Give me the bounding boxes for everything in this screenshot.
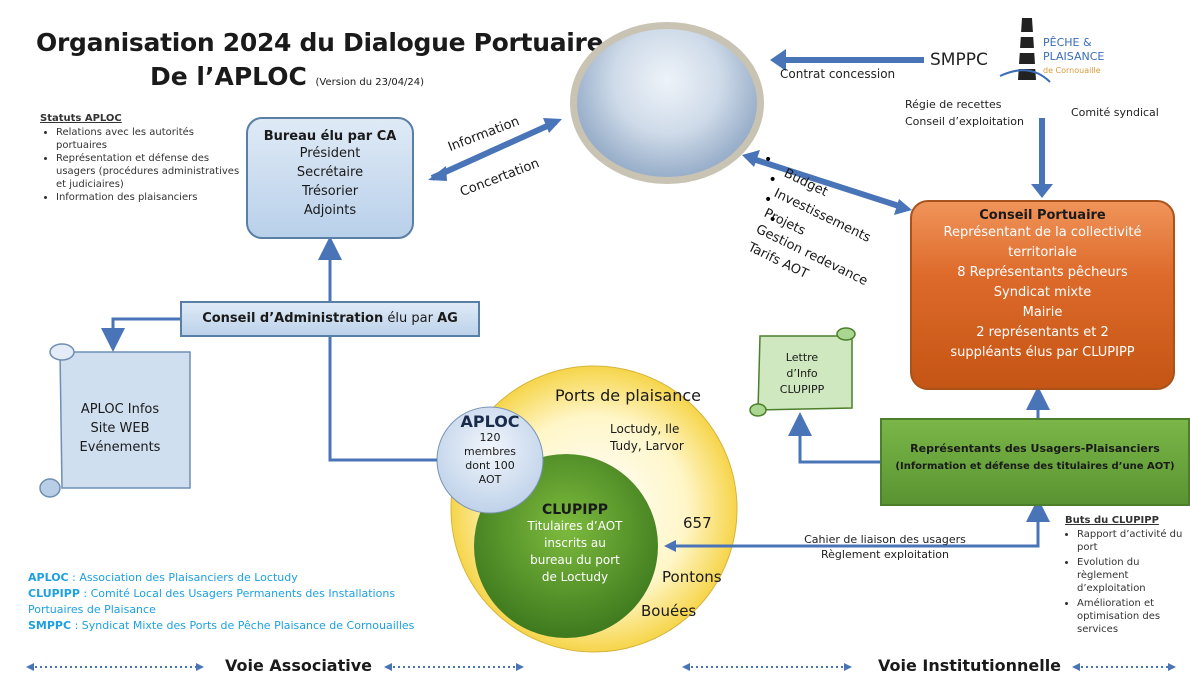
infos-line: Evénements [79,440,161,455]
legend-item: SMPPC : Syndicat Mixte des Ports de Pêch… [28,618,448,634]
diagram-title-line2: De l’APLOC (Version du 23/04/24) [150,62,424,91]
logo-text: PÊCHE & PLAISANCE de Cornouaille [1043,36,1104,78]
abbreviation-legend: APLOC : Association des Plaisanciers de … [28,570,448,634]
ca-middle: élu par [383,311,438,326]
topic-bullets: • •• • [764,152,777,228]
legend-item: CLUPIPP : Comité Local des Usagers Perma… [28,586,448,618]
aploc-line: membres [464,445,516,458]
cp-line: Syndicat mixte [993,285,1092,300]
lettre-line: Lettre [785,351,819,364]
version-label: (Version du 23/04/24) [315,77,425,88]
smppc-label: SMPPC [930,50,988,70]
clupipp-circle-text: CLUPIPP Titulaires d’AOT inscrits au bur… [482,502,668,586]
ports-sub-line: Loctudy, Ile [610,422,680,436]
bureau-box: Bureau élu par CA Président Secrétaire T… [246,117,414,239]
legend-item: APLOC : Association des Plaisanciers de … [28,570,448,586]
contrat-label: Contrat concession [780,67,896,81]
cp-line: Mairie [1022,305,1063,320]
legend-abbr: CLUPIPP [28,587,80,600]
cp-line: 8 Représentants pêcheurs [957,265,1128,280]
cahier-line: Cahier de liaison des usagers [804,533,966,546]
aploc-line: dont 100 [465,459,515,472]
buts-item: Evolution du règlement d’exploitation [1077,556,1185,595]
clupipp-line: inscrits au [544,536,606,550]
bouees-label: Bouées [641,602,697,620]
bureau-line: Adjoints [303,203,357,218]
arrow-rep-to-lettre [788,412,880,464]
ca-bold: Conseil d’Administration [202,311,384,326]
lettre-scroll [749,327,856,417]
legend-abbr: SMPPC [28,619,72,632]
aploc-infos-scroll [39,343,191,498]
ports-sub-line: Tudy, Larvor [610,439,684,453]
line-ca-to-aploc [328,337,437,462]
lettre-text: Lettre d’Info CLUPIPP [764,350,840,398]
bureau-line: Secrétaire [296,165,364,180]
ca-bold2: AG [437,311,458,326]
conseil-portuaire-box: Conseil Portuaire Représentant de la col… [910,200,1175,390]
statuts-aploc: Statuts APLOC Relations avec les autorit… [40,113,240,204]
clupipp-heading: CLUPIPP [541,502,609,518]
peche-plaisance-logo-icon [999,18,1051,83]
logo-line: PLAISANCE [1043,50,1105,63]
lettre-line: CLUPIPP [779,383,825,396]
ports-title: Ports de plaisance [555,386,701,405]
arrow-ca-to-infos [101,317,180,352]
smppc-roles: Régie de recettes Conseil d’exploitation [905,96,1024,130]
arrow-clupipp-rep [670,498,1050,548]
lettre-line: d’Info [786,367,818,380]
port-office-photo [570,22,764,184]
statuts-item: Représentation et défense des usagers (p… [56,152,240,191]
statuts-item: Relations avec les autorités portuaires [56,126,240,152]
buts-item: Amélioration et optimisation des service… [1077,597,1185,636]
cahier-line: Règlement exploitation [820,548,950,561]
conseil-exploitation-label: Conseil d’exploitation [905,115,1025,128]
aploc-circle-text: APLOC 120 membres dont 100 AOT [440,406,540,514]
aploc-infos-text: APLOC Infos Site WEB Evénements [60,400,180,457]
clupipp-line: de Loctudy [541,570,609,584]
arrow-info-concertation [430,119,558,181]
buts-heading: Buts du CLUPIPP [1065,515,1159,526]
ports-count: 657 [683,514,712,532]
cp-heading: Conseil Portuaire [979,208,1106,223]
aploc-line: AOT [478,473,502,486]
clupipp-line: Titulaires d’AOT [527,519,623,533]
voie-institutionnelle: Voie Institutionnelle [878,656,1062,675]
logo-line: de Cornouaille [1043,66,1101,75]
rep-line2: (Information et défense des titulaires d… [895,461,1175,472]
cp-line: 2 représentants et 2 [976,325,1109,340]
ports-sub: Loctudy, Ile Tudy, Larvor [610,421,684,455]
infos-line: APLOC Infos [80,402,160,417]
cp-line: suppléants élus par CLUPIPP [950,345,1135,360]
arrow-port-to-cp [749,155,903,210]
representants-box: Représentants des Usagers-Plaisanciers (… [880,418,1190,506]
legend-abbr: APLOC [28,571,69,584]
cahier-label: Cahier de liaison des usagers Règlement … [790,532,980,562]
conseil-administration-box: Conseil d’Administration élu par AG [180,301,480,337]
statuts-heading: Statuts APLOC [40,113,122,124]
infos-line: Site WEB [90,421,150,436]
clupipp-line: bureau du port [530,553,620,567]
cp-line: territoriale [1008,245,1077,260]
rep-line1: Représentants des Usagers-Plaisanciers [910,442,1160,455]
legend-text: : Comité Local des Usagers Permanents de… [28,587,396,616]
buts-clupipp: Buts du CLUPIPP Rapport d’activité du po… [1065,515,1185,638]
diagram-title: Organisation 2024 du Dialogue Portuaire [36,28,604,57]
pontons-label: Pontons [662,568,722,586]
statuts-item: Information des plaisanciers [56,191,240,204]
regie-label: Régie de recettes [905,98,1002,111]
title-line2-text: De l’APLOC [150,62,307,91]
comite-label: Comité syndical [1071,106,1159,119]
legend-text: : Syndicat Mixte des Ports de Pêche Plai… [71,619,415,632]
aploc-line: 120 [479,431,501,444]
bureau-line: Président [299,146,361,161]
voie-associative: Voie Associative [225,656,373,675]
aploc-heading: APLOC [460,412,520,431]
bureau-line: Trésorier [301,184,359,199]
cp-line: Représentant de la collectivité [943,225,1142,240]
logo-line: PÊCHE & [1043,36,1092,49]
legend-text: : Association des Plaisanciers de Loctud… [68,571,298,584]
buts-item: Rapport d’activité du port [1077,528,1185,554]
bureau-heading: Bureau élu par CA [263,129,397,144]
